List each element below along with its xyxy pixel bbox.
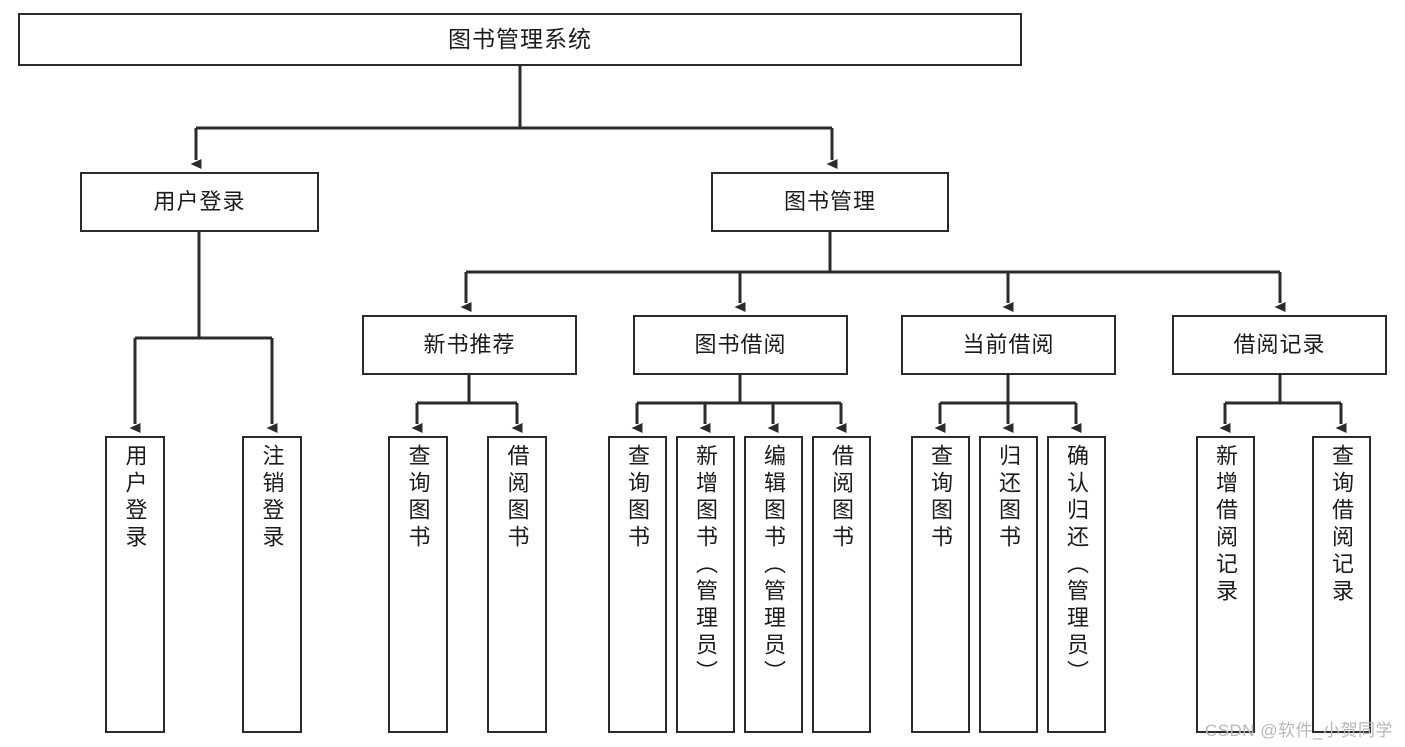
node-leaf-edit-book[interactable]: 编辑图书（管理员） bbox=[744, 436, 803, 733]
node-book-manage[interactable]: 图书管理 bbox=[711, 172, 949, 232]
node-leaf-query-book-3-label: 查询图书 bbox=[928, 444, 954, 552]
node-leaf-borrow-book-2[interactable]: 借阅图书 bbox=[812, 436, 871, 733]
node-leaf-return-book-label: 归还图书 bbox=[996, 444, 1022, 552]
node-leaf-user-login-label: 用户登录 bbox=[122, 444, 148, 552]
node-root[interactable]: 图书管理系统 bbox=[18, 13, 1022, 66]
node-current-borrow[interactable]: 当前借阅 bbox=[901, 315, 1116, 375]
node-borrow-record-label: 借阅记录 bbox=[1233, 332, 1326, 358]
node-leaf-confirm-return[interactable]: 确认归还（管理员） bbox=[1047, 436, 1106, 733]
node-user-login[interactable]: 用户登录 bbox=[80, 172, 319, 232]
node-new-book-recommend[interactable]: 新书推荐 bbox=[362, 315, 577, 375]
node-leaf-add-record[interactable]: 新增借阅记录 bbox=[1196, 436, 1255, 733]
node-leaf-query-book-2[interactable]: 查询图书 bbox=[608, 436, 667, 733]
node-leaf-add-book-label: 新增图书（管理员） bbox=[693, 444, 719, 687]
node-book-borrow-label: 图书借阅 bbox=[694, 332, 787, 358]
node-leaf-borrow-book-2-label: 借阅图书 bbox=[829, 444, 855, 552]
node-leaf-return-book[interactable]: 归还图书 bbox=[979, 436, 1038, 733]
node-user-login-label: 用户登录 bbox=[153, 189, 246, 215]
node-leaf-query-book-3[interactable]: 查询图书 bbox=[911, 436, 970, 733]
node-leaf-borrow-book-1-label: 借阅图书 bbox=[504, 444, 530, 552]
node-borrow-record[interactable]: 借阅记录 bbox=[1172, 315, 1387, 375]
node-leaf-edit-book-label: 编辑图书（管理员） bbox=[761, 444, 787, 687]
node-leaf-user-logout-label: 注销登录 bbox=[259, 444, 285, 552]
node-current-borrow-label: 当前借阅 bbox=[962, 332, 1055, 358]
node-leaf-user-logout[interactable]: 注销登录 bbox=[242, 436, 302, 733]
node-leaf-query-book-1[interactable]: 查询图书 bbox=[388, 436, 448, 733]
watermark-text: CSDN @软件_小贺同学 bbox=[1204, 721, 1393, 740]
node-leaf-user-login[interactable]: 用户登录 bbox=[105, 436, 165, 733]
node-leaf-query-book-1-label: 查询图书 bbox=[405, 444, 431, 552]
node-leaf-query-record-label: 查询借阅记录 bbox=[1329, 444, 1355, 606]
node-leaf-borrow-book-1[interactable]: 借阅图书 bbox=[487, 436, 547, 733]
node-root-label: 图书管理系统 bbox=[448, 25, 592, 52]
node-book-borrow[interactable]: 图书借阅 bbox=[633, 315, 848, 375]
node-leaf-query-book-2-label: 查询图书 bbox=[625, 444, 651, 552]
node-book-manage-label: 图书管理 bbox=[783, 189, 876, 215]
node-leaf-add-book[interactable]: 新增图书（管理员） bbox=[676, 436, 735, 733]
node-leaf-query-record[interactable]: 查询借阅记录 bbox=[1312, 436, 1371, 733]
node-leaf-confirm-return-label: 确认归还（管理员） bbox=[1064, 444, 1090, 687]
node-new-book-recommend-label: 新书推荐 bbox=[423, 332, 516, 358]
node-leaf-add-record-label: 新增借阅记录 bbox=[1213, 444, 1239, 606]
